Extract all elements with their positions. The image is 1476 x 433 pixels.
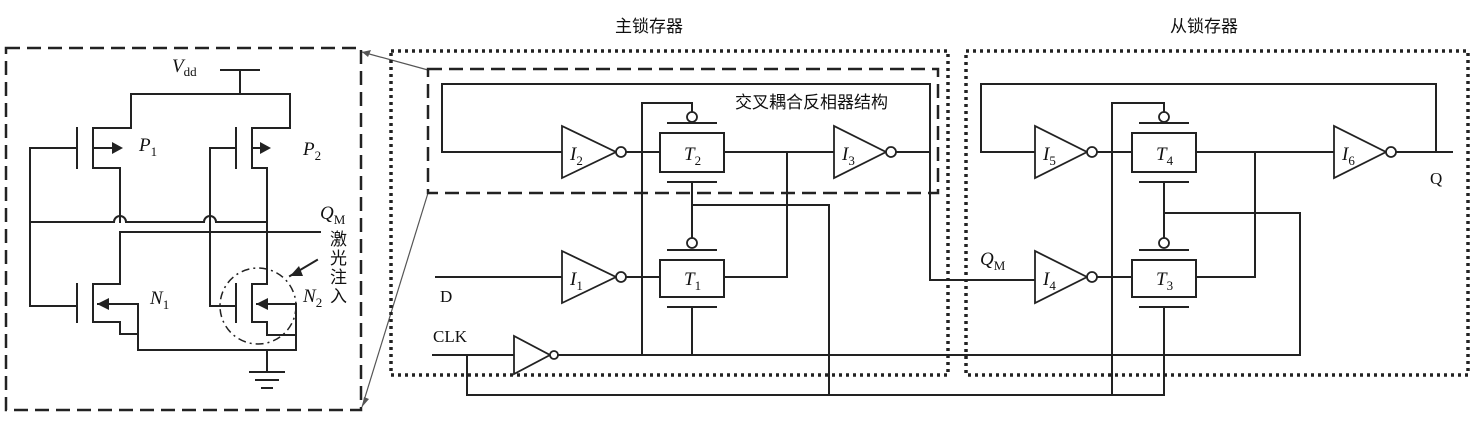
inset-frame	[4, 46, 363, 412]
qm-input-label: QM	[980, 249, 1006, 273]
laser-spot-circle	[219, 267, 297, 345]
output-q-label: Q	[1430, 169, 1442, 188]
qm-node-label: QM	[320, 203, 346, 227]
vdd-label: Vdd	[172, 56, 197, 79]
inverter-i2-label: I2	[569, 144, 583, 168]
inverter-i4-label: I4	[1042, 269, 1056, 293]
cross-coupled-frame	[426, 67, 940, 195]
inverter-i4	[1034, 249, 1090, 305]
inverter-i3-label: I3	[841, 144, 855, 168]
p2-label: P2	[302, 139, 321, 163]
transistor-circuit: Vdd P1 P2 N1 N2 QM 激 光 注 入	[4, 46, 363, 412]
input-d-label: D	[440, 287, 452, 306]
gate-t4-label: T4	[1156, 144, 1174, 168]
inverter-i5-label: I5	[1042, 144, 1056, 168]
laser-char-1: 激	[330, 230, 347, 250]
cross-coupled-label: 交叉耦合反相器结构	[735, 93, 888, 113]
callout-line-bottom	[361, 192, 429, 408]
inverter-i6-label: I6	[1341, 144, 1355, 168]
inverter-i1	[561, 249, 619, 305]
clock-label: CLK	[433, 327, 468, 346]
laser-char-4: 入	[330, 287, 347, 307]
gate-t3-label: T3	[1156, 269, 1173, 293]
gate-t2-label: T2	[684, 144, 701, 168]
inverter-i6	[1333, 124, 1389, 180]
callout-line-top	[361, 51, 429, 71]
gate-t1-label: T1	[684, 269, 701, 293]
master-latch-title: 主锁存器	[615, 17, 683, 37]
n1-label: N1	[149, 288, 169, 312]
laser-char-3: 注	[330, 268, 347, 288]
slave-latch: 从锁存器 I5 I6 Q T4	[964, 17, 1470, 396]
inverter-i1-label: I1	[569, 269, 583, 293]
master-latch: 主锁存器 交叉耦合反相器结构 I2 I3 T2	[389, 17, 1036, 396]
n2-label: N2	[302, 286, 322, 310]
laser-char-2: 光	[330, 249, 347, 269]
inverter-i5	[1034, 124, 1090, 180]
slave-latch-title: 从锁存器	[1170, 17, 1238, 37]
p1-label: P1	[138, 135, 157, 159]
inverter-i3	[833, 124, 889, 180]
inverter-i2	[561, 124, 619, 180]
clock-inverter	[513, 334, 552, 376]
